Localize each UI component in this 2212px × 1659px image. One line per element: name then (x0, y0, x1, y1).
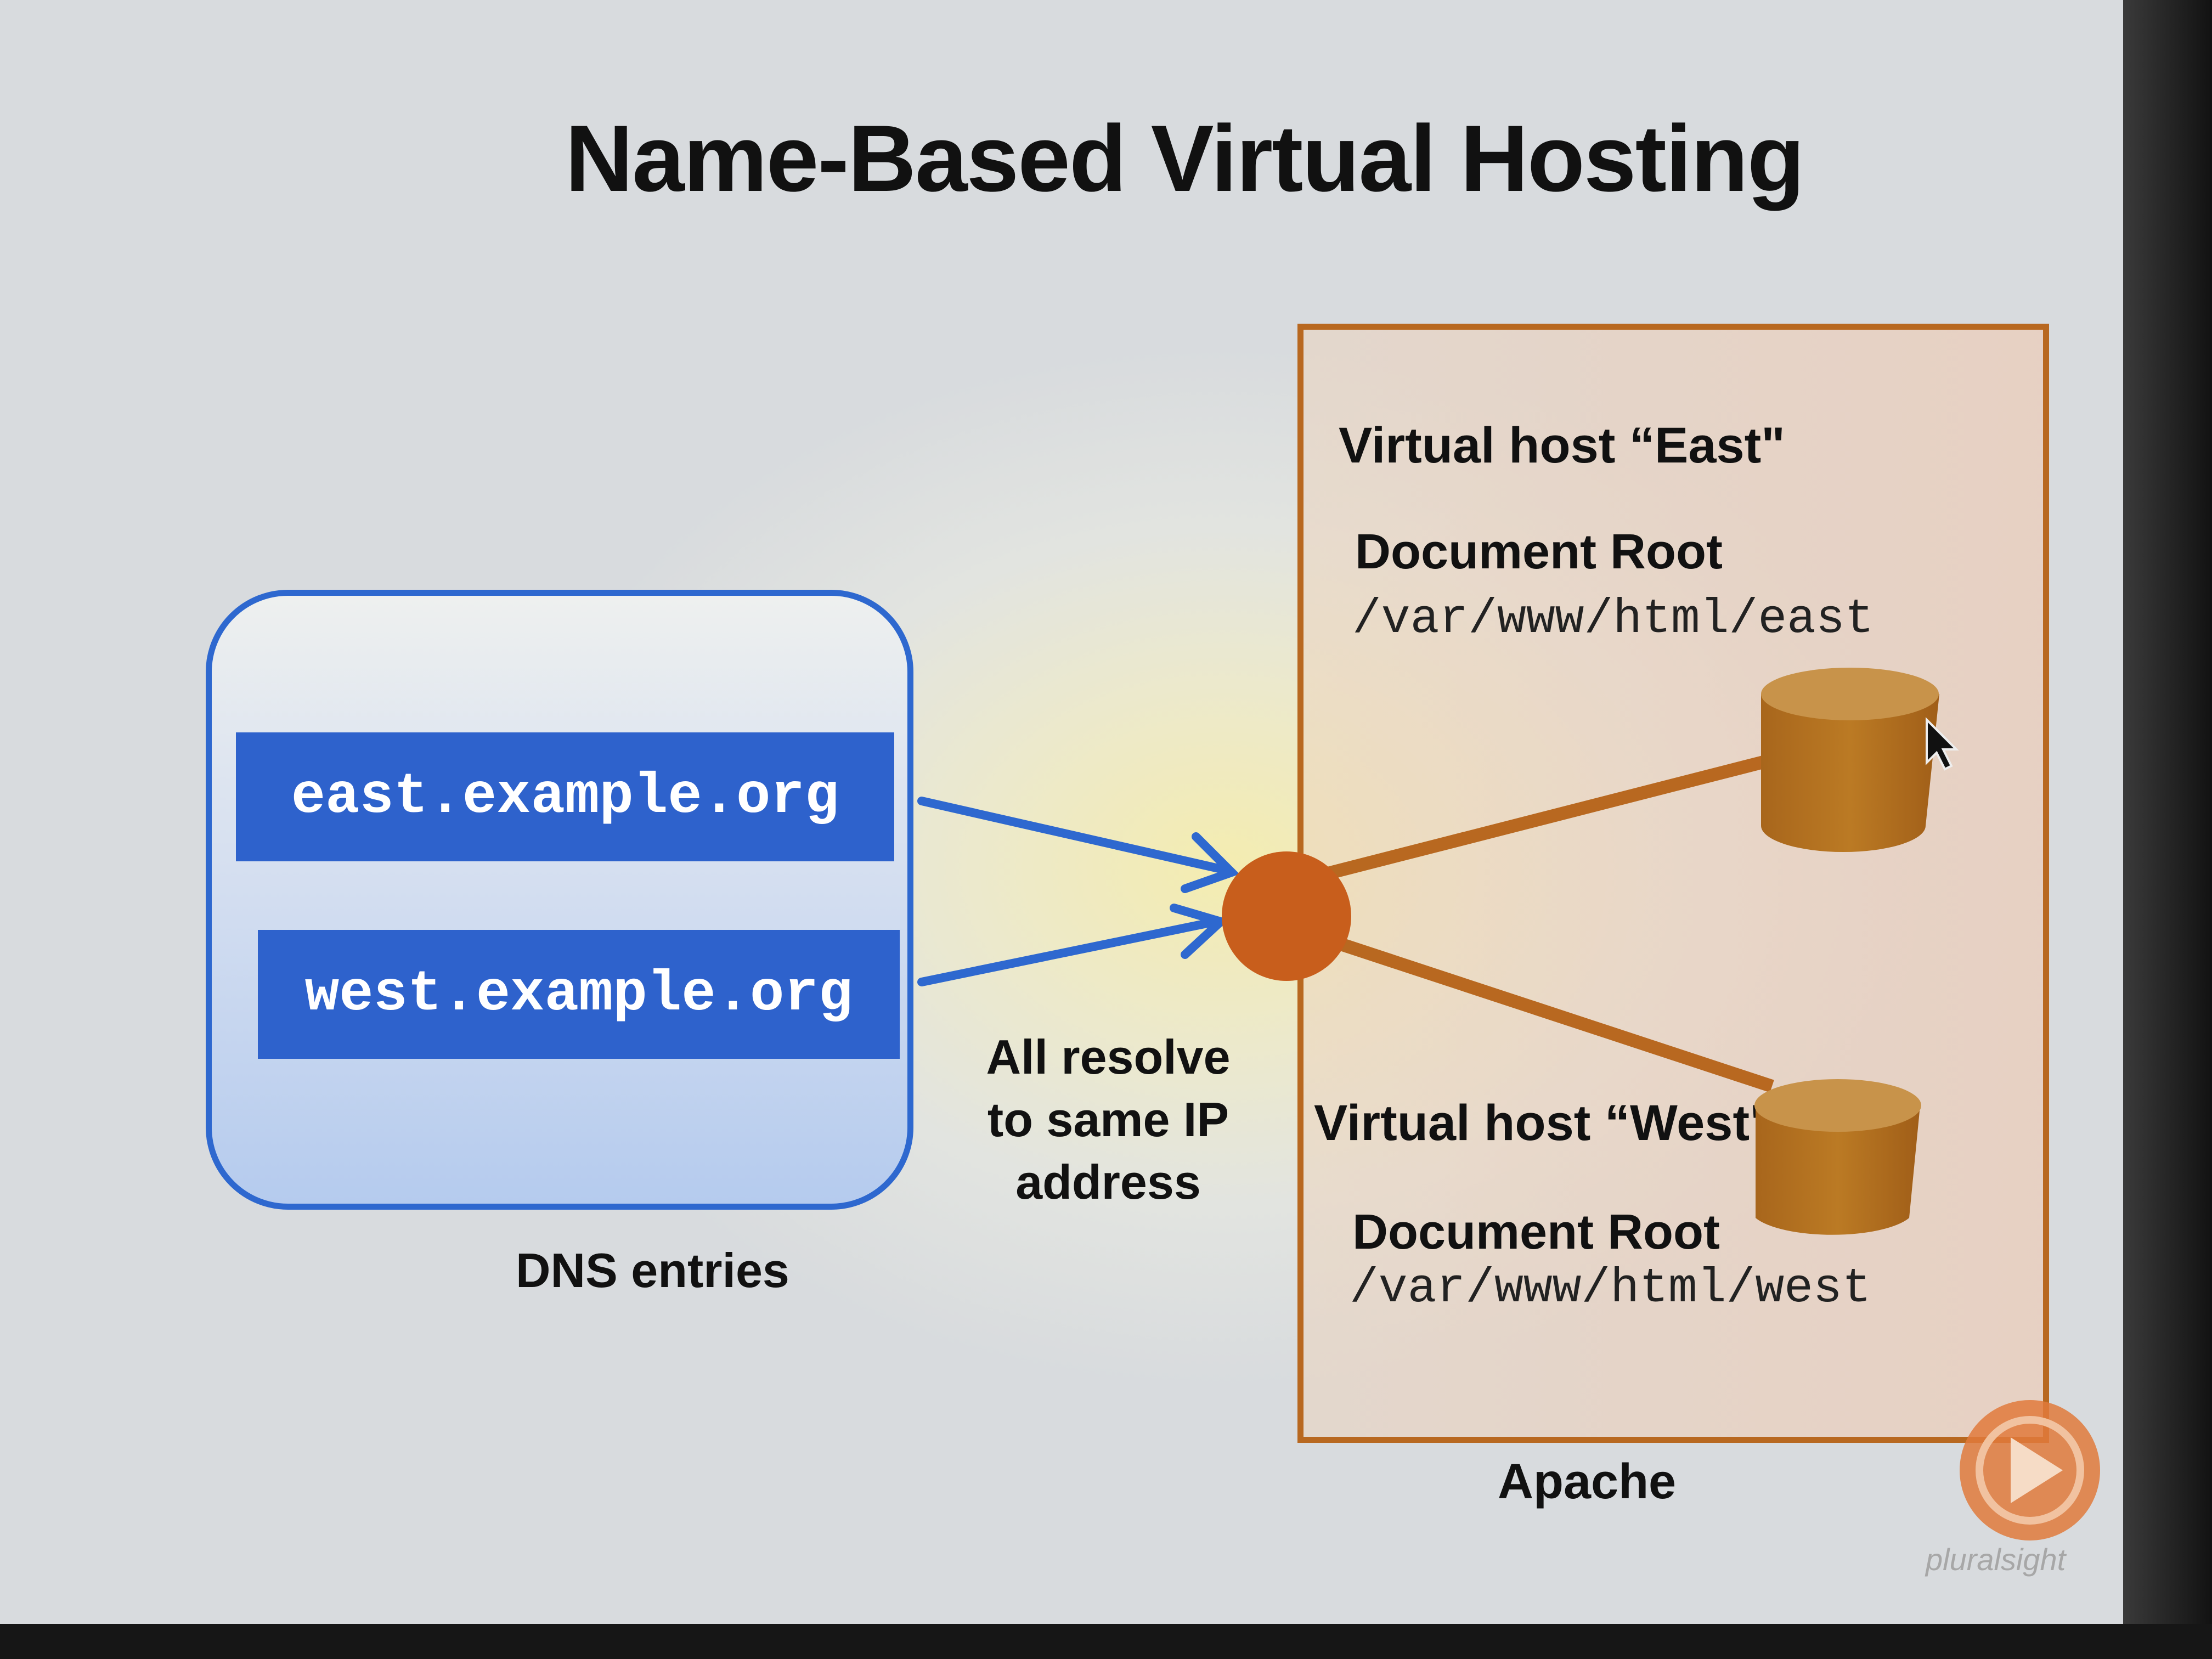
dns-entry-east: east.example.org (236, 732, 894, 861)
monitor-bezel-bottom (0, 1624, 2212, 1659)
database-east-icon (1761, 668, 1939, 852)
resolve-note-line: All resolve (986, 1030, 1231, 1084)
dns-caption: DNS entries (516, 1243, 789, 1297)
resolve-note-line: address (1015, 1155, 1201, 1209)
slide-screen: Name-Based Virtual Hosting east.example.… (0, 0, 2123, 1624)
vhost-east-docroot-path: /var/www/html/east (1352, 592, 1874, 647)
ip-address-node (1222, 851, 1351, 981)
apache-box (1297, 324, 2049, 1443)
slide-title: Name-Based Virtual Hosting (565, 106, 1805, 211)
vhost-west-docroot-label: Document Root (1352, 1205, 1720, 1260)
resolve-note: All resolve to same IP address (933, 1026, 1284, 1214)
vhost-east-docroot-label: Document Root (1355, 524, 1723, 579)
dns-entries-box (206, 590, 913, 1210)
apache-caption: Apache (1498, 1454, 1677, 1509)
vhost-east-title: Virtual host “East" (1339, 417, 1785, 473)
diagram-graphics (917, 668, 2100, 1541)
resolve-note-line: to same IP (987, 1092, 1229, 1147)
vhost-west-title: Virtual host “West" (1314, 1095, 1774, 1151)
pluralsight-logo-icon (1960, 1400, 2100, 1541)
vhost-west-docroot-path: /var/www/html/west (1350, 1262, 1871, 1316)
pluralsight-logo-text: pluralsight (1926, 1542, 2066, 1577)
monitor-bezel-right (2123, 0, 2212, 1659)
mouse-cursor-icon (1926, 717, 1959, 771)
link-ip-to-west-db (1287, 921, 1774, 1093)
database-west-icon (1754, 1079, 1921, 1235)
arrow-west-to-ip (917, 904, 1229, 986)
link-ip-to-east-db (1288, 753, 1774, 890)
arrow-east-to-ip (917, 797, 1240, 893)
dns-entry-west: west.example.org (258, 930, 900, 1059)
